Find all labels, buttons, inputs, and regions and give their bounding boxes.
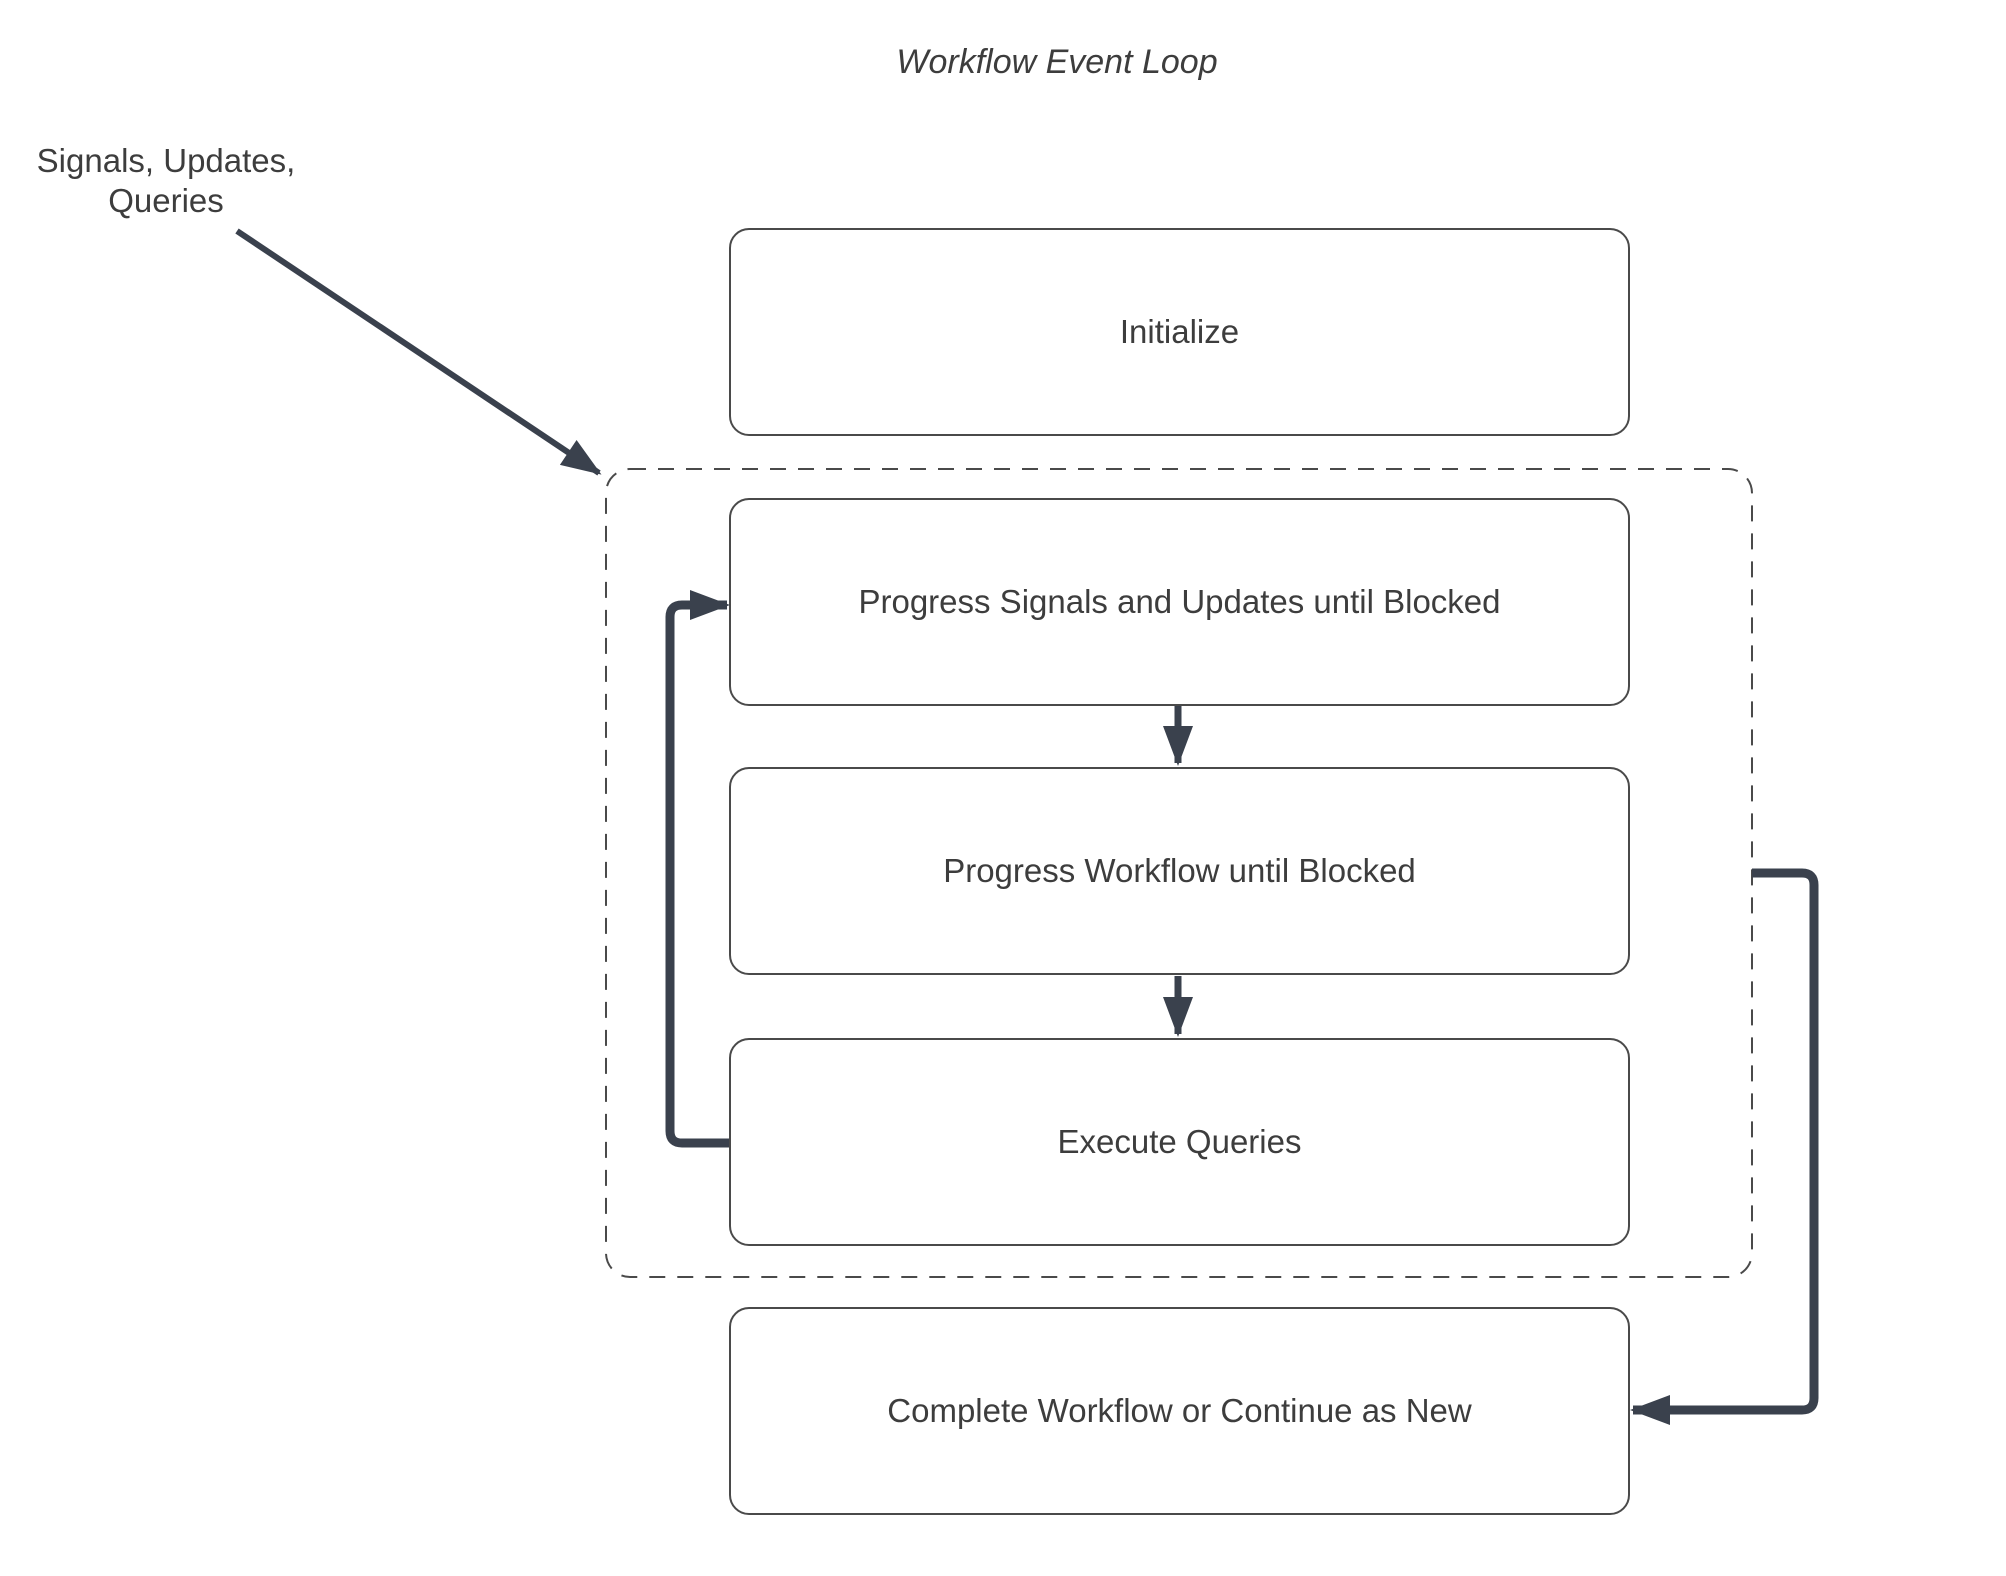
node-progress-signals: Progress Signals and Updates until Block…	[729, 498, 1630, 706]
arrow-signals-into-loop-icon	[235, 228, 602, 476]
node-initialize-label: Initialize	[1119, 313, 1240, 350]
node-execute-queries: Execute Queries	[729, 1038, 1630, 1246]
node-initialize: Initialize	[729, 228, 1630, 436]
node-execute-queries-label: Execute Queries	[1057, 1123, 1302, 1160]
arrow-loop-exit-to-complete-icon	[1630, 868, 1819, 1425]
node-complete: Complete Workflow or Continue as New	[729, 1307, 1630, 1515]
diagram-title: Workflow Event Loop	[896, 43, 1218, 81]
node-progress-signals-label: Progress Signals and Updates until Block…	[858, 583, 1501, 620]
node-complete-label: Complete Workflow or Continue as New	[887, 1392, 1472, 1429]
signals-updates-queries-label: Signals, Updates, Queries	[36, 142, 296, 219]
node-progress-workflow: Progress Workflow until Blocked	[729, 767, 1630, 975]
node-progress-workflow-label: Progress Workflow until Blocked	[943, 852, 1416, 889]
arrow-loop-back-icon	[665, 590, 730, 1148]
